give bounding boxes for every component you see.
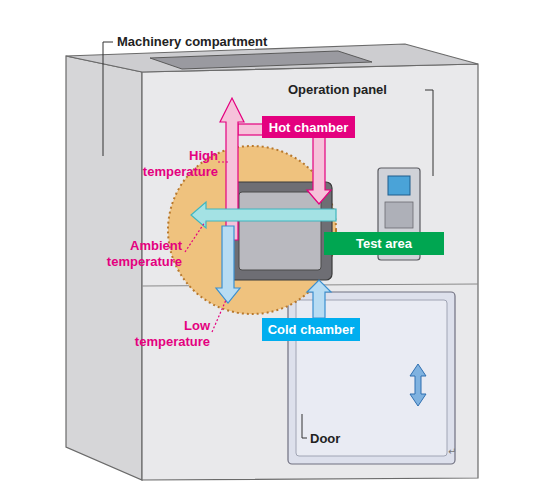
panel-keys bbox=[385, 202, 413, 228]
panel-screen bbox=[388, 176, 410, 195]
cold-chamber-box: Cold chamber bbox=[262, 318, 360, 341]
temperature-label: Low temperature bbox=[120, 318, 210, 350]
node-text: Hot chamber bbox=[269, 120, 348, 135]
high-leader bbox=[218, 161, 228, 162]
machinery-leader bbox=[103, 42, 113, 156]
cabinet bbox=[66, 44, 478, 480]
node-text: Test area bbox=[356, 236, 412, 251]
hot-down-arrow bbox=[307, 135, 331, 204]
part-label: Machinery compartment bbox=[117, 34, 287, 50]
cabinet-front bbox=[142, 64, 478, 480]
temperature-label: High temperature bbox=[128, 148, 218, 180]
door-arrow bbox=[410, 364, 426, 406]
door-leader bbox=[302, 414, 307, 438]
panel-leader bbox=[425, 90, 433, 176]
node-text: Cold chamber bbox=[268, 322, 355, 337]
low-temp-arrow bbox=[216, 226, 240, 303]
frame-inner bbox=[239, 192, 321, 270]
low-leader bbox=[212, 300, 226, 332]
test-area-box: Test area bbox=[324, 232, 444, 255]
part-label: Operation panel bbox=[288, 82, 423, 98]
top-grille bbox=[150, 51, 372, 69]
ambient-leader bbox=[185, 222, 205, 252]
cold-return-arrow bbox=[307, 280, 331, 318]
ambient-arrow bbox=[191, 202, 336, 228]
hot-chamber-box: Hot chamber bbox=[262, 116, 355, 138]
return-mark: ↵ bbox=[448, 446, 468, 458]
part-label: Door bbox=[310, 431, 370, 447]
temperature-label: Ambient temperature bbox=[80, 238, 182, 270]
